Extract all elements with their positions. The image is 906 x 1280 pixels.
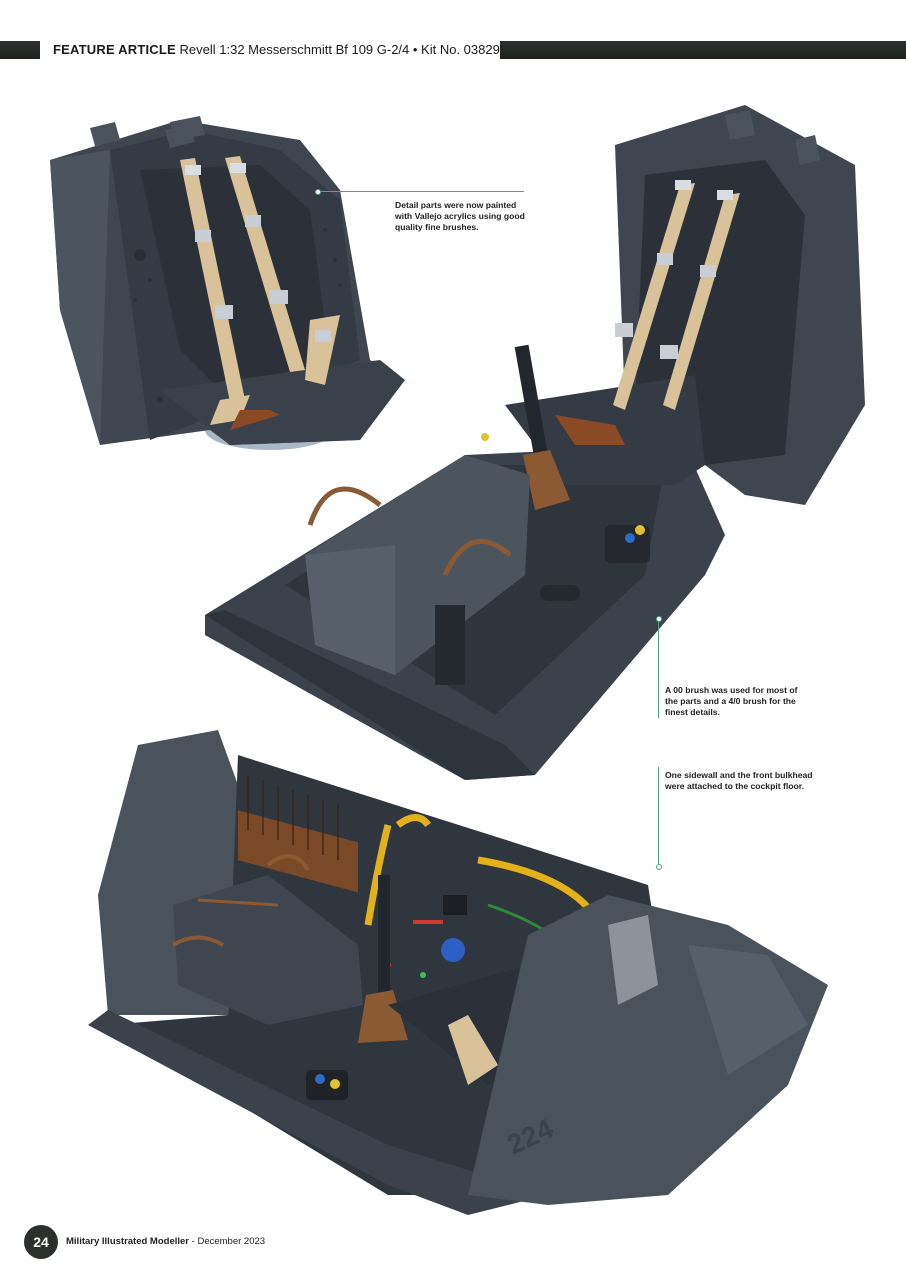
running-header: FEATURE ARTICLE Revell 1:32 Messerschmit… xyxy=(53,42,500,58)
leader-line xyxy=(321,191,524,192)
caption-brushes: A 00 brush was used for most of the part… xyxy=(665,685,798,717)
article-title: Revell 1:32 Messerschmitt Bf 109 G-2/4 •… xyxy=(179,42,500,57)
leader-dot xyxy=(315,189,321,195)
leader-dot xyxy=(656,864,662,870)
header-bar-left xyxy=(0,41,40,59)
publication-name: Military Illustrated Modeller xyxy=(66,1236,189,1247)
leader-line xyxy=(658,767,659,864)
caption-sidewall: One sidewall and the front bulkhead were… xyxy=(665,770,813,791)
header-bar-right xyxy=(500,41,906,59)
photo-cockpit-assembled: 224 xyxy=(88,725,828,1220)
issue-date: December 2023 xyxy=(197,1236,266,1247)
photo-seat xyxy=(40,110,410,460)
leader-dot xyxy=(656,616,662,622)
section-label: FEATURE ARTICLE xyxy=(53,42,176,57)
leader-line xyxy=(658,622,659,718)
footer-credit: Military Illustrated Modeller - December… xyxy=(66,1236,265,1247)
page-number-badge: 24 xyxy=(24,1225,58,1259)
photo-cockpit-floor xyxy=(205,105,875,785)
caption-vallejo: Detail parts were now painted with Valle… xyxy=(395,200,525,232)
footer-separator: - xyxy=(189,1236,198,1247)
